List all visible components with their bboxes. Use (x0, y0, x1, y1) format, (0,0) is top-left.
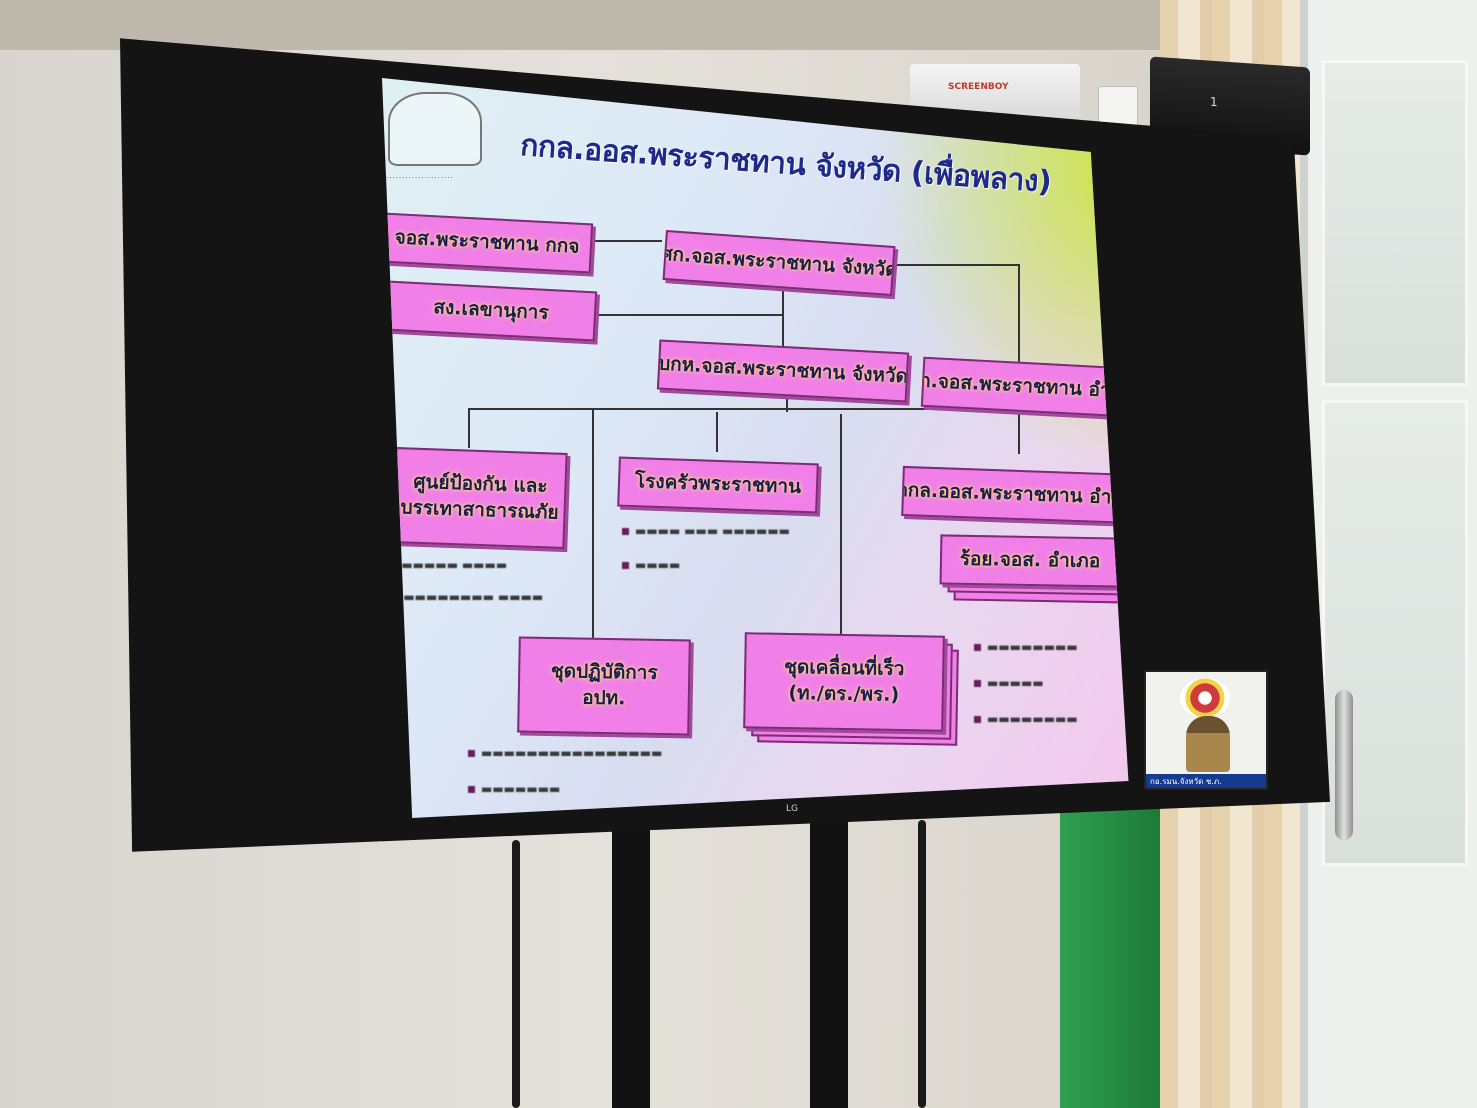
connector-line (468, 408, 1028, 410)
tv-monitor: LG ····················· กกล.ออส.พระราชท… (120, 30, 1330, 860)
bullet-icon (974, 680, 981, 687)
bullet-icon (974, 644, 981, 651)
box-ops-team-line1: ชุดปฏิบัติการ (550, 660, 658, 685)
pip-presenter (1186, 716, 1230, 772)
tv-brand-logo: LG (786, 804, 798, 814)
tv-stand-left-leg (612, 830, 650, 1108)
power-cable (512, 840, 520, 1108)
door-handle (1335, 690, 1353, 840)
blurred-note: ▬▬▬▬▬ (974, 676, 1044, 690)
connector-line (1018, 264, 1020, 454)
signal-cable (918, 820, 926, 1108)
bullet-icon (622, 562, 629, 569)
bullet-icon (468, 786, 475, 793)
connector-line (890, 264, 1020, 266)
connector-line (468, 408, 470, 448)
connector-line (716, 412, 718, 452)
box-hq-district: ศก.จอส.พระราชทาน อำเภอ (920, 356, 1128, 418)
bullet-icon (974, 716, 981, 723)
door-glass-upper (1322, 60, 1468, 386)
video-call-pip: กอ.รมน.จังหวัด ช.ภ. (1144, 670, 1268, 790)
emblem-caption: ····················· (386, 174, 454, 182)
box-disaster-center-line2: บรรเทาสาธารณภัย (400, 496, 560, 524)
tv-stand-right-leg (810, 820, 848, 1108)
box-disaster-center: ศูนย์ป้องกัน และ บรรเทาสาธารณภัย (392, 447, 568, 549)
blurred-note: ▬▬▬▬▬▬▬▬▬▬▬▬▬▬▬▬ (468, 746, 662, 760)
connector-line (592, 410, 594, 660)
bullet-icon (622, 528, 629, 535)
blurred-note: ▬▬▬▬▬▬▬▬ (974, 712, 1078, 726)
blurred-note: ▬▬▬▬▬▬▬ (468, 782, 560, 796)
blurred-note: ▬▬▬▬▬▬▬▬▬ ▬▬▬▬ (392, 590, 544, 604)
bullet-icon (468, 750, 475, 757)
box-ops-team: ชุดปฏิบัติการ อปท. (517, 636, 691, 736)
box-rapid-team: ชุดเคลื่อนที่เร็ว (ท./ตร./พร.) (743, 632, 945, 732)
pip-caption: กอ.รมน.จังหวัด ช.ภ. (1150, 777, 1222, 786)
pip-emblem-icon (1180, 678, 1230, 718)
green-board (1060, 780, 1160, 1108)
blurred-note: ▬▬▬▬ (622, 558, 680, 572)
box-royal-kitchen: โรงครัวพระราชทาน (617, 456, 819, 514)
blurred-note: ▬▬▬▬▬▬▬▬ (974, 640, 1078, 654)
pip-caption-bar: กอ.รมน.จังหวัด ช.ภ. (1146, 774, 1266, 788)
box-rapid-team-line1: ชุดเคลื่อนที่เร็ว (783, 656, 905, 681)
projector-screen-brand: SCREENBOY (948, 82, 1009, 92)
connector-line (782, 288, 784, 348)
emblem-icon (388, 92, 482, 166)
connector-line (840, 414, 842, 654)
connector-line (594, 314, 784, 316)
box-district-force: กกล.ออส.พระราชทาน อำเภอ (901, 465, 1129, 525)
presentation-slide: ····················· กกล.ออส.พระราชทาน … (382, 78, 1129, 818)
blurred-note: ▬▬▬▬▬▬ ▬▬▬▬ (390, 558, 508, 572)
box-ops-team-line2: อปท. (581, 686, 626, 710)
connector-line (592, 240, 662, 242)
box-rapid-team-line2: (ท./ตร./พร.) (788, 682, 900, 706)
box-district-unit: ร้อย.จอส. อำเภอ (939, 534, 1121, 588)
blurred-note: ▬▬▬▬ ▬▬▬ ▬▬▬▬▬▬ (622, 524, 790, 538)
